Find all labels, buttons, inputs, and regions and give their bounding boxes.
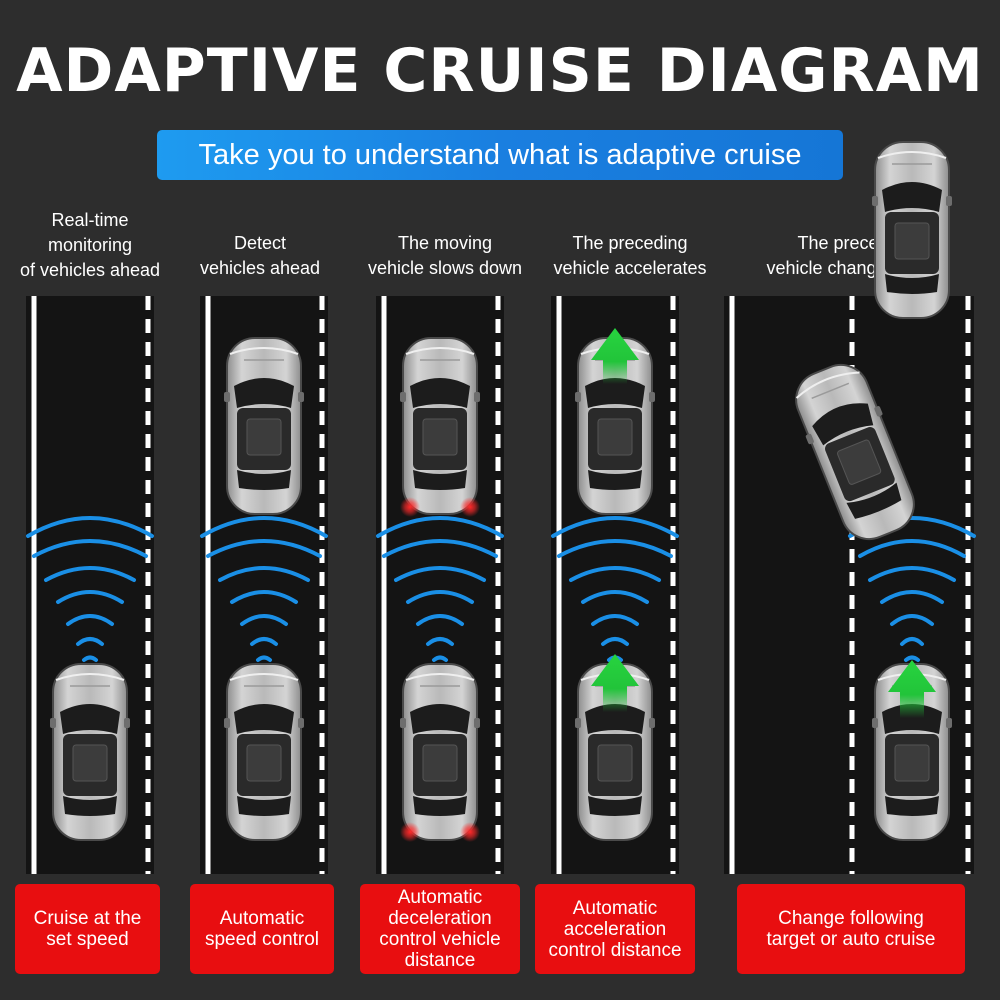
brake-light-right xyxy=(460,822,480,842)
accelerate-arrow-icon xyxy=(591,328,639,384)
text-line: speed control xyxy=(204,929,320,950)
text-line: Change following xyxy=(778,908,924,929)
text-line: target or auto cruise xyxy=(766,929,936,950)
text-line: Real-time xyxy=(51,210,129,230)
radar-waves-4 xyxy=(551,516,679,662)
lane-changing-car-5 xyxy=(783,354,927,550)
text-line: vehicle slows down xyxy=(367,258,523,278)
page-title: ADAPTIVE CRUISE DIAGRAM xyxy=(16,36,984,106)
ego-car-3 xyxy=(399,663,481,841)
text-line: Automatic xyxy=(572,897,658,919)
radar-waves-1 xyxy=(26,516,154,662)
lane-markings xyxy=(31,296,971,874)
column-label-2: Detect vehicles ahead xyxy=(190,231,330,281)
brake-light-left xyxy=(400,497,420,517)
text-line: distance xyxy=(404,950,476,971)
radar-waves-3 xyxy=(376,516,504,662)
text-line: set speed xyxy=(46,929,129,950)
radar-waves-2 xyxy=(200,516,328,662)
text-line: Detect xyxy=(233,233,287,253)
ego-car-2 xyxy=(223,663,305,841)
text-line: acceleration xyxy=(563,918,667,940)
text-line: vehicles ahead xyxy=(199,258,321,278)
brake-light-right xyxy=(460,497,480,517)
text-line: control vehicle xyxy=(379,929,501,950)
text-line: control distance xyxy=(548,939,682,961)
column-label-4: The preceding vehicle accelerates xyxy=(540,231,720,281)
text-line: Automatic xyxy=(397,887,483,908)
brake-light-left xyxy=(400,822,420,842)
ego-car-1 xyxy=(49,663,131,841)
text-line: of vehicles ahead xyxy=(19,260,161,280)
column-label-3: The moving vehicle slows down xyxy=(355,231,535,281)
lead-car-2 xyxy=(223,337,305,515)
text-line: Cruise at the xyxy=(33,908,142,929)
text-line: The moving xyxy=(397,233,493,253)
accelerate-arrow-icon xyxy=(591,654,639,712)
column-label-1: Real-time monitoring of vehicles ahead xyxy=(10,208,170,283)
text-line: Automatic xyxy=(219,908,305,929)
text-line: deceleration xyxy=(388,908,492,929)
text-line: vehicle accelerates xyxy=(553,258,707,278)
accelerate-arrow-icon xyxy=(888,660,936,718)
subtitle-banner: Take you to understand what is adaptive … xyxy=(157,130,843,180)
distant-car-5 xyxy=(871,141,953,319)
text-line: monitoring xyxy=(47,235,133,255)
lead-car-3 xyxy=(399,337,481,515)
text-line: The preceding xyxy=(572,233,688,253)
